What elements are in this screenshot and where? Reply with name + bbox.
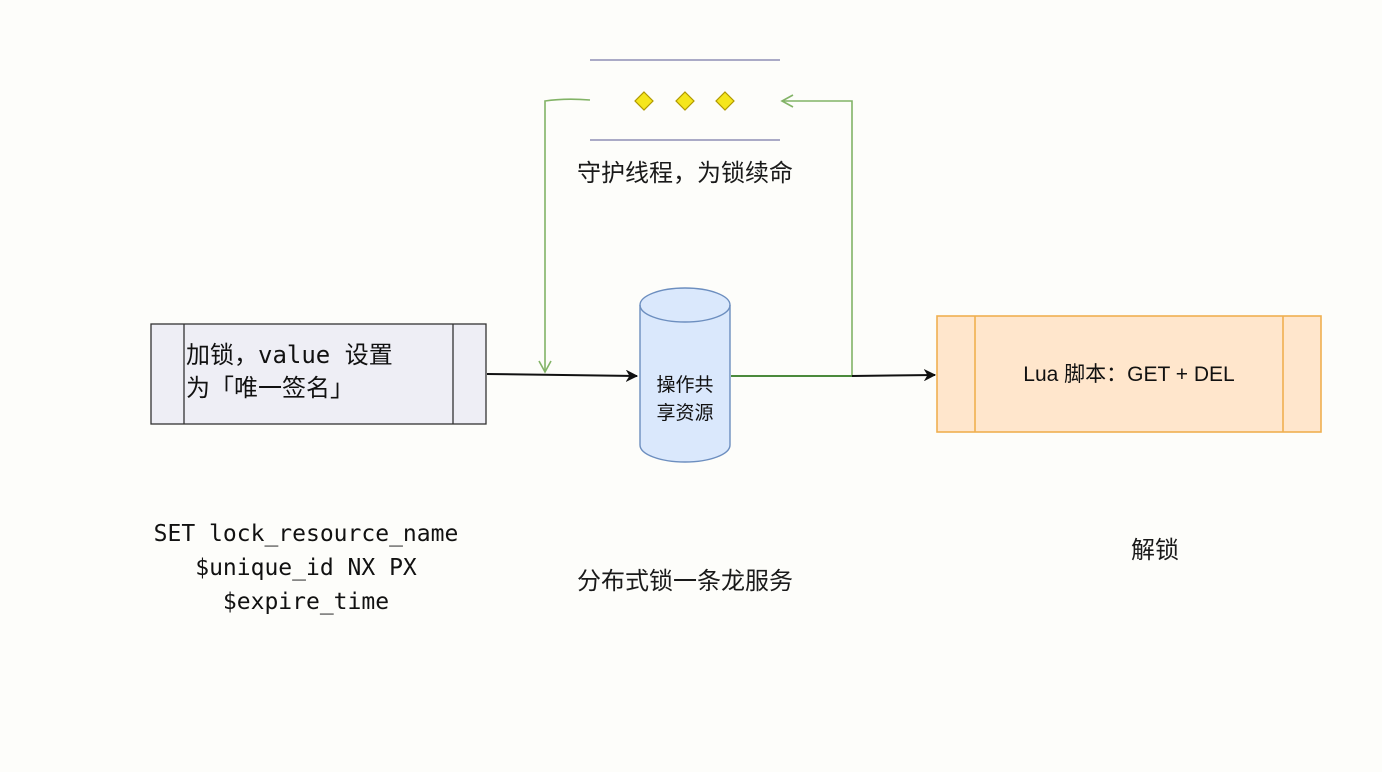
renew-arrow-left [538,98,591,374]
set-command-line1: SET lock_resource_name [153,521,459,547]
set-command-line3: $expire_time [222,589,390,615]
resource-cylinder-top [639,304,731,323]
renew-arrow-right [780,94,853,376]
lua-box [936,315,1322,433]
set-command-caption: SET lock_resource_name $unique_id NX PX … [100,517,512,619]
lock-node-label: 加锁，value 设置 为「唯一签名」 [186,339,451,405]
resource-node-label: 操作共 享资源 [640,371,730,427]
resource-node-label-line1: 操作共 [656,374,714,396]
watchdog-diamond-2 [675,91,695,111]
lock-node-label-line2: 为「唯一签名」 [186,374,354,402]
watchdog-diamond-3 [715,91,735,111]
arrow-resource-to-unlock [851,375,935,376]
lock-node-label-line1: 加锁，value 设置 [186,341,393,369]
lua-node-label: Lua 脚本：GET + DEL [1023,363,1235,386]
service-caption: 分布式锁一条龙服务 [577,567,793,595]
set-command-line2: $unique_id NX PX [195,555,417,581]
watchdog-diamond-1 [634,91,654,111]
watchdog-caption: 守护线程，为锁续命 [577,159,793,187]
arrow-lock-to-resource [486,374,637,376]
resource-node-label-line2: 享资源 [656,402,714,424]
unlock-caption: 解锁 [1131,536,1179,564]
resource-cylinder [639,287,731,463]
lock-box [150,323,487,425]
